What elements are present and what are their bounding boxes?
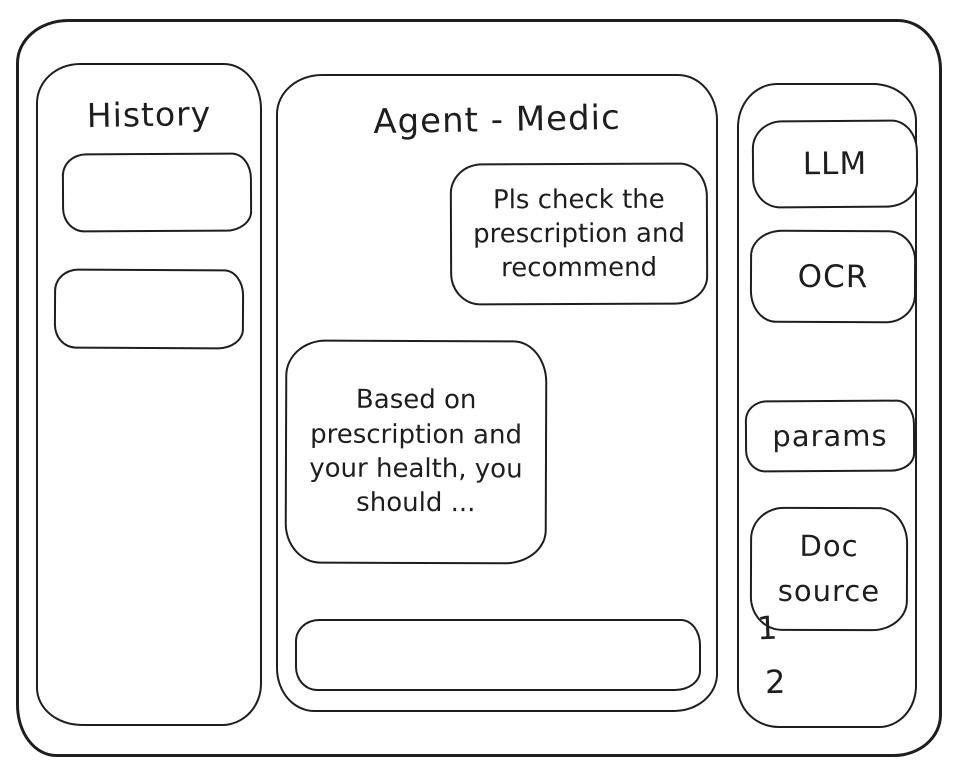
history-sidebar: History	[36, 63, 262, 726]
history-item[interactable]	[53, 268, 245, 350]
message-input[interactable]	[295, 619, 701, 691]
tools-sidebar: LLM OCR params Doc source 1 2	[737, 83, 919, 728]
params-module-button[interactable]: params	[744, 399, 916, 473]
agent-message-bubble: Based on prescription and your health, y…	[284, 339, 548, 565]
ocr-module-button[interactable]: OCR	[749, 229, 917, 324]
doc-source-item-number: 1	[756, 608, 779, 648]
history-title: History	[86, 93, 212, 136]
chat-title: Agent - Medic	[372, 97, 622, 143]
chat-panel: Agent - Medic Pls check the prescription…	[276, 74, 718, 712]
llm-module-button[interactable]: LLM	[751, 119, 919, 209]
doc-source-item-number: 2	[764, 662, 786, 702]
history-item[interactable]	[61, 152, 253, 233]
user-message-bubble: Pls check the prescription and recommend	[449, 162, 709, 306]
